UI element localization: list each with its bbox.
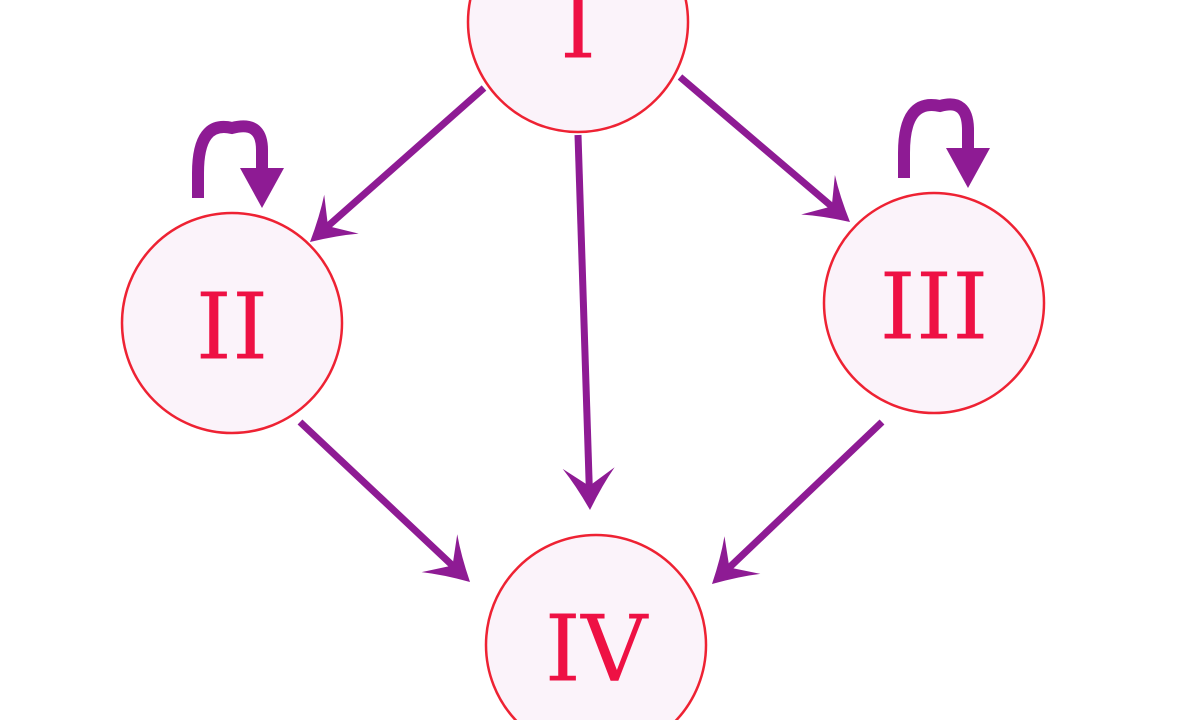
self-loop-arc-ii xyxy=(192,120,268,198)
self-loops-layer xyxy=(192,98,990,208)
node-label-i: I xyxy=(560,0,596,80)
node-circle-i xyxy=(466,0,690,134)
edge-shaft-i-iv xyxy=(574,134,593,489)
edge-i-to-iv xyxy=(562,134,615,510)
node-label-iii: III xyxy=(879,254,988,361)
edge-arrowhead-i-iv xyxy=(562,467,615,510)
edge-arrowhead-iii-iv xyxy=(712,536,761,584)
edge-arrowhead-i-iii xyxy=(801,174,850,222)
edge-shaft-ii-iv xyxy=(297,419,457,570)
self-loop-arrowhead-ii xyxy=(240,168,284,208)
node-circle-iv xyxy=(484,533,708,720)
edge-shaft-i-ii xyxy=(324,85,487,231)
self-loop-iii xyxy=(898,98,990,188)
edge-i-to-iii xyxy=(677,74,850,222)
node-circle-iii xyxy=(822,191,1046,415)
self-loop-ii xyxy=(192,120,284,208)
edge-iii-to-iv xyxy=(712,419,885,584)
edge-shaft-iii-iv xyxy=(725,419,885,572)
edge-arrowhead-ii-iv xyxy=(421,534,470,582)
node-ii: II xyxy=(120,211,344,435)
node-label-iv: IV xyxy=(545,596,649,703)
self-loop-arc-iii xyxy=(898,98,974,178)
edge-shaft-i-iii xyxy=(677,74,836,211)
edge-ii-to-iv xyxy=(297,419,470,582)
node-iv: IV xyxy=(484,533,708,720)
node-circle-ii xyxy=(120,211,344,435)
self-loop-arrowhead-iii xyxy=(946,148,990,188)
node-label-ii: II xyxy=(196,274,269,381)
edges-layer xyxy=(297,74,885,584)
edge-i-to-ii xyxy=(310,85,487,242)
node-iii: III xyxy=(822,191,1046,415)
edge-arrowhead-i-ii xyxy=(310,194,359,242)
node-i: I xyxy=(466,0,690,134)
